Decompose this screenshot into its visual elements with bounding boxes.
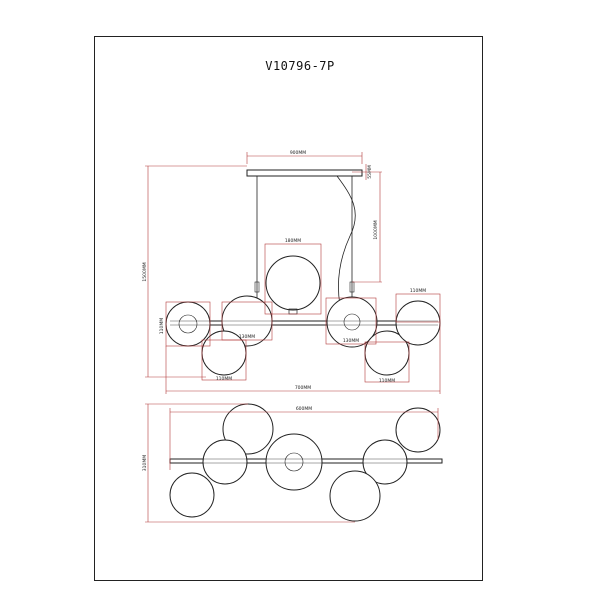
dim-canopy-width: 900MM	[290, 150, 306, 156]
dim-drop: 1000MM	[373, 220, 379, 239]
plan-globe-right-mid	[362, 439, 408, 485]
globe-top-center	[265, 255, 321, 311]
model-title: V10796-7P	[265, 59, 335, 73]
elevation-view	[165, 169, 441, 376]
dim-plan-depth: 310MM	[142, 455, 148, 471]
dim-globe-right-mid: 130MM	[343, 338, 359, 344]
dim-globe-bottom-right: 110MM	[379, 378, 395, 384]
dim-globe-left-height: 110MM	[159, 318, 165, 334]
dim-total-length: 700MM	[295, 385, 311, 391]
dim-plan-width: 600MM	[296, 406, 312, 412]
elevation-dimension-labels: 900MM 55MM 1000MM 1500MM 180MM 110MM 130…	[142, 150, 426, 391]
plan-globe-right-top	[395, 407, 441, 453]
dim-globe-right-top: 110MM	[410, 288, 426, 294]
dim-globe-bottom-left: 110MM	[216, 376, 232, 382]
dim-canopy-height: 55MM	[367, 165, 373, 179]
plan-dimension-labels: 600MM 310MM	[142, 406, 312, 471]
plan-globe-center	[265, 433, 323, 491]
drawing-frame	[94, 36, 483, 581]
dim-total-height: 1500MM	[142, 262, 148, 281]
dim-globe-top: 180MM	[285, 238, 301, 244]
elevation-dimensions	[145, 152, 441, 394]
plan-globe-left-mid	[202, 439, 248, 485]
globe-right-outer	[395, 300, 441, 346]
canopy	[246, 169, 363, 177]
plan-globe-right-bottom	[329, 470, 381, 522]
power-cord	[336, 175, 356, 323]
globe-right-mid	[326, 296, 378, 348]
plan-globe-left-bottom	[169, 472, 215, 518]
plan-dimensions	[145, 403, 439, 523]
plan-view	[169, 403, 443, 522]
dim-globe-left-mid: 130MM	[239, 334, 255, 340]
globe-left-outer	[165, 301, 211, 347]
